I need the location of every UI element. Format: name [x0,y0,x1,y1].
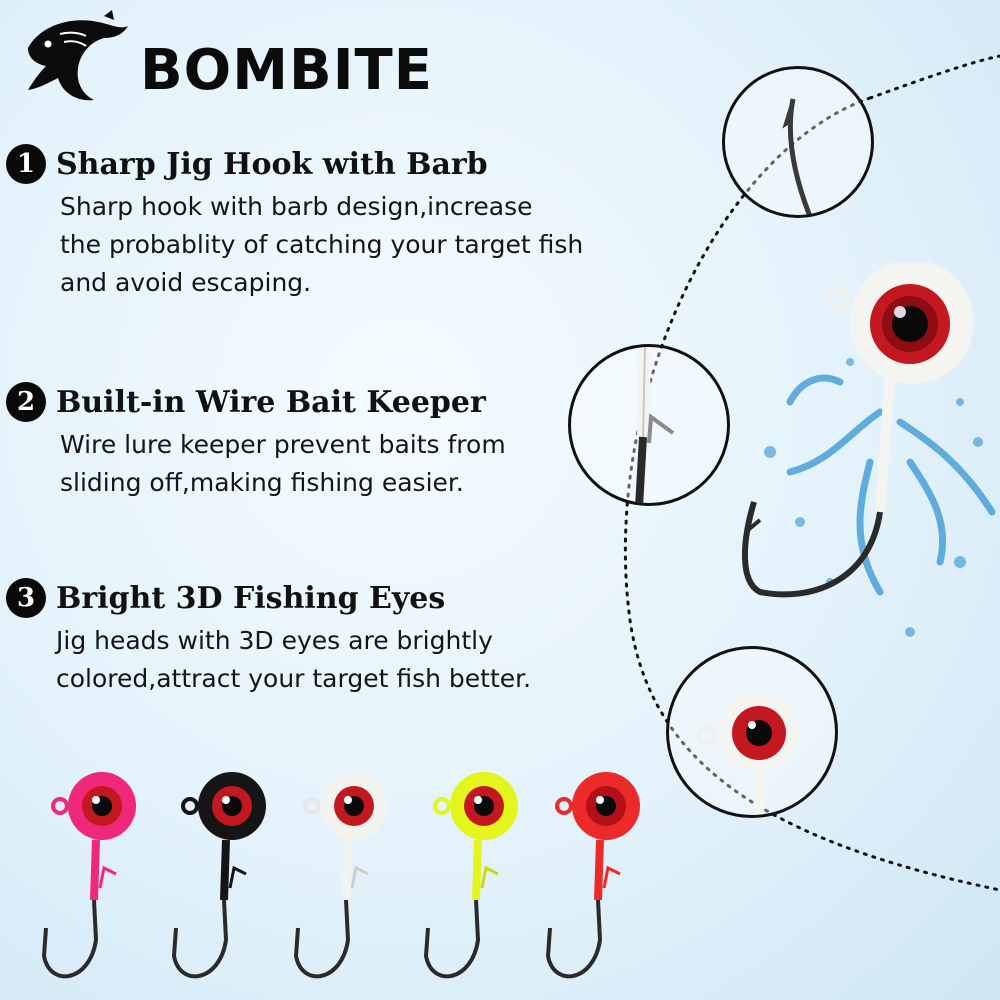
feature-desc-line: and avoid escaping. [60,268,312,297]
black-jig-icon [171,772,266,979]
feature-desc-line: Wire lure keeper prevent baits from [60,430,506,459]
jig-color-row [20,760,660,990]
jig-head-splash-icon [741,262,996,637]
feature-desc-line: Jig heads with 3D eyes are brightly [56,626,493,655]
brand-name: BOMBITE [140,38,433,103]
white-jig-icon [293,772,388,979]
feature-desc-line: the probablity of catching your target f… [60,230,584,259]
red-jig-icon [545,772,640,979]
feature-title: Sharp Jig Hook with Barb [56,146,488,182]
feature-2: 2 Built-in Wire Bait Keeper Wire lure ke… [6,382,676,502]
feature-1: 1 Sharp Jig Hook with Barb Sharp hook wi… [6,144,676,302]
pink-jig-icon [41,772,136,979]
feature-title: Built-in Wire Bait Keeper [56,384,486,420]
feature-3: 3 Bright 3D Fishing Eyes Jig heads with … [6,578,676,698]
feature-number-badge: 2 [6,382,46,422]
leaping-fish-logo-icon [28,10,128,101]
wire-keeper-closeup-icon [568,344,730,506]
feature-desc-line: sliding off,making fishing easier. [60,468,464,497]
feature-title: Bright 3D Fishing Eyes [56,580,446,616]
chartreuse-jig-icon [423,772,518,979]
feature-number-badge: 3 [6,578,46,618]
barb-hook-closeup-icon [722,66,874,218]
feature-number-badge: 1 [6,144,46,184]
feature-desc-line: colored,attract your target fish better. [56,664,532,693]
3d-eye-closeup-icon [666,646,838,818]
feature-desc-line: Sharp hook with barb design,increase [60,192,533,221]
